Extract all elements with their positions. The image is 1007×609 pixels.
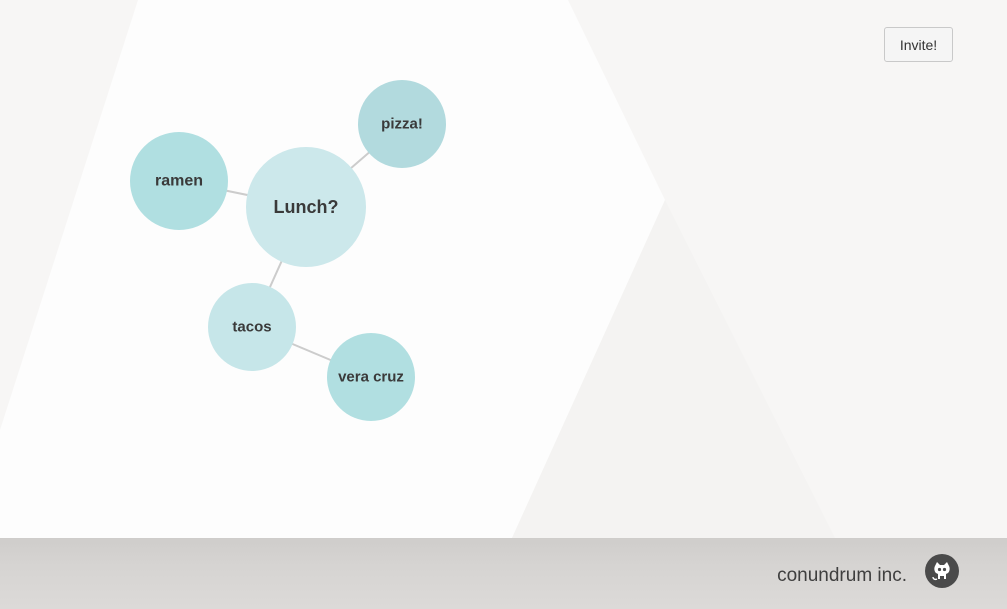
node-circle-ramen[interactable] <box>130 132 228 230</box>
node-vera[interactable]: vera cruz <box>327 333 415 421</box>
node-circle-pizza[interactable] <box>358 80 446 168</box>
node-pizza[interactable]: pizza! <box>358 80 446 168</box>
invite-button[interactable]: Invite! <box>884 27 953 62</box>
mindmap-canvas[interactable]: Lunch?ramen pizza! tacos vera cruz <box>0 0 1007 538</box>
footer: conundrum inc. <box>0 538 1007 609</box>
github-octocat-glyph <box>932 562 950 581</box>
node-tacos[interactable]: tacos <box>208 283 296 371</box>
github-octocat-icon[interactable] <box>925 554 959 588</box>
node-circle-tacos[interactable] <box>208 283 296 371</box>
node-circle-vera[interactable] <box>327 333 415 421</box>
company-name: conundrum inc. <box>777 565 907 586</box>
node-circle-lunch[interactable] <box>246 147 366 267</box>
node-lunch[interactable]: Lunch? <box>246 147 366 267</box>
node-ramen[interactable]: ramen <box>130 132 228 230</box>
background-pattern <box>0 0 1007 538</box>
mindmap-nodes: Lunch?ramen pizza! tacos vera cruz <box>130 80 446 421</box>
